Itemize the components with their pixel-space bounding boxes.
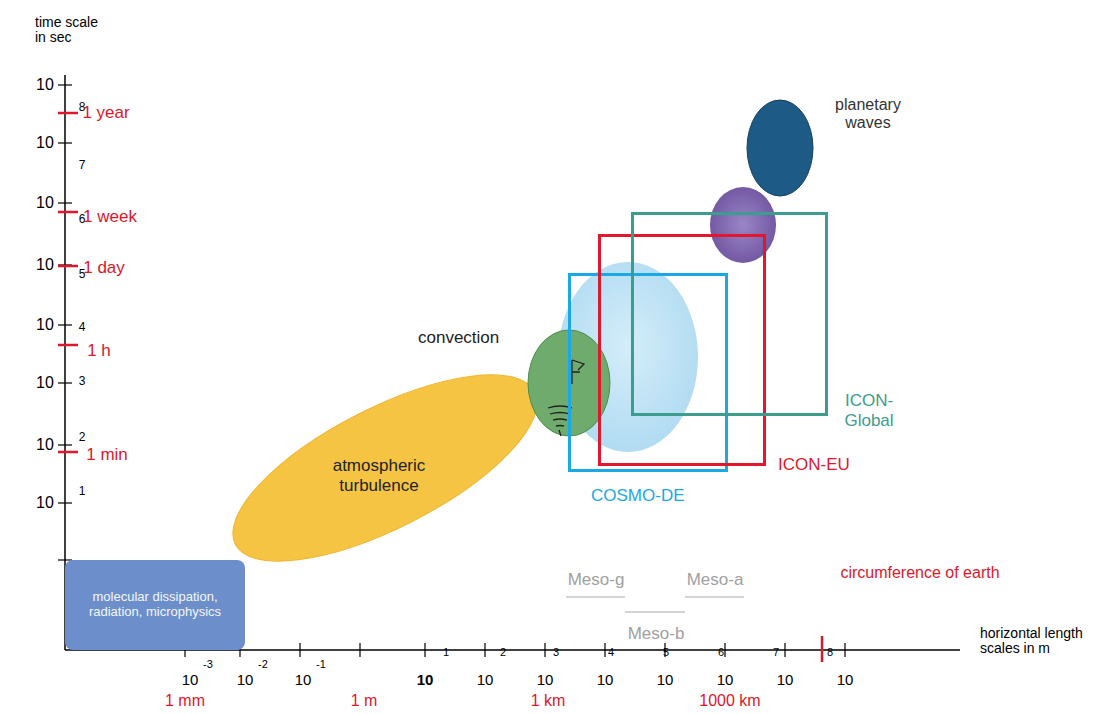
axis-label: circumference of earth <box>840 564 999 582</box>
model-domain-box: ICON- Global <box>631 212 828 416</box>
axis-label: -1 <box>316 658 326 670</box>
axis-label: 10 <box>237 672 254 689</box>
axis-label: 7 <box>79 159 86 172</box>
model-domain-box: COSMO-DE <box>568 273 728 472</box>
axis-label: 1 m <box>351 692 378 710</box>
axis-label: 4 <box>608 646 614 658</box>
axis-label: 4 <box>79 321 86 334</box>
node-label: ICON- Global <box>834 391 904 430</box>
node-label: COSMO-DE <box>591 486 685 506</box>
node-label: atmospheric turbulence <box>319 456 439 495</box>
axis-label: 10 <box>36 316 54 334</box>
meso-lines <box>566 597 744 612</box>
axis-label: 10 <box>36 494 54 512</box>
axis-label: 10 <box>537 672 554 689</box>
weather-symbol <box>548 360 584 436</box>
earth-mark <box>821 636 824 662</box>
axis-label: 2 <box>79 431 86 444</box>
axis-label: 10 <box>36 76 54 94</box>
node-label: ICON-EU <box>778 455 850 475</box>
axis-label: 6 <box>718 646 724 658</box>
axis-label: 10 <box>597 672 614 689</box>
axis-label: 8 <box>827 646 833 658</box>
axis-label: 1 <box>79 485 86 498</box>
axis-label: 5 <box>663 646 669 658</box>
axis-label: 7 <box>773 646 779 658</box>
axis-label: Meso-a <box>687 571 744 590</box>
axis-label: 3 <box>79 375 86 388</box>
axis-label: 10 <box>477 672 494 689</box>
axis-label: horizontal length scales in m <box>980 626 1100 657</box>
node-label: molecular dissipation, radiation, microp… <box>75 590 235 620</box>
axis-label: Meso-b <box>628 625 685 644</box>
planetary-ellipse-shape <box>747 100 813 196</box>
axis-label: 3 <box>553 646 559 658</box>
axis-label: 1 year <box>82 104 129 123</box>
planetary-ellipse-outline <box>747 100 813 196</box>
axis-label: 10 <box>657 672 674 689</box>
node-label: convection <box>418 328 499 348</box>
axis-label: 10 <box>777 672 794 689</box>
axis-label: 1000 km <box>699 692 760 710</box>
axis-label: Meso-g <box>568 571 625 590</box>
axis-label: 1 h <box>87 342 111 361</box>
node-label: planetary waves <box>823 96 913 133</box>
y-ticks <box>58 85 72 560</box>
time-marks <box>58 113 78 452</box>
x-ticks <box>185 643 845 657</box>
axis-label: 10 <box>36 436 54 454</box>
axis-label: 10 <box>717 672 734 689</box>
axis-label: -3 <box>203 658 213 670</box>
axis-label: 10 <box>182 672 199 689</box>
molecular-box: molecular dissipation, radiation, microp… <box>65 560 245 650</box>
planetary-ellipse: planetary waves <box>747 100 813 196</box>
synoptic-ellipse <box>710 187 776 263</box>
axis-label: 1 mm <box>165 692 205 710</box>
axis-label: 10 <box>417 672 434 689</box>
axis-label: 1 week <box>83 208 137 227</box>
axis-label: 1 day <box>83 259 125 278</box>
axis-label: 10 <box>36 134 54 152</box>
axis-label: 1 <box>443 646 449 658</box>
model-domain-box: ICON-EU <box>598 234 766 466</box>
axis-label: 2 <box>500 646 506 658</box>
axis-label: 10 <box>837 672 854 689</box>
axis-label: 1 min <box>86 446 128 465</box>
axis-label: -2 <box>258 658 268 670</box>
turbulence-ellipse-outline <box>208 338 562 597</box>
axis-label: 10 <box>36 374 54 392</box>
axis-label: 10 <box>36 256 54 274</box>
axis-label: 10 <box>36 194 54 212</box>
axis-label: 10 <box>295 672 312 689</box>
axis-label: 1 km <box>531 692 566 710</box>
turbulence-ellipse: atmospheric turbulence <box>225 378 545 558</box>
axis-label: time scale in sec <box>35 15 105 46</box>
